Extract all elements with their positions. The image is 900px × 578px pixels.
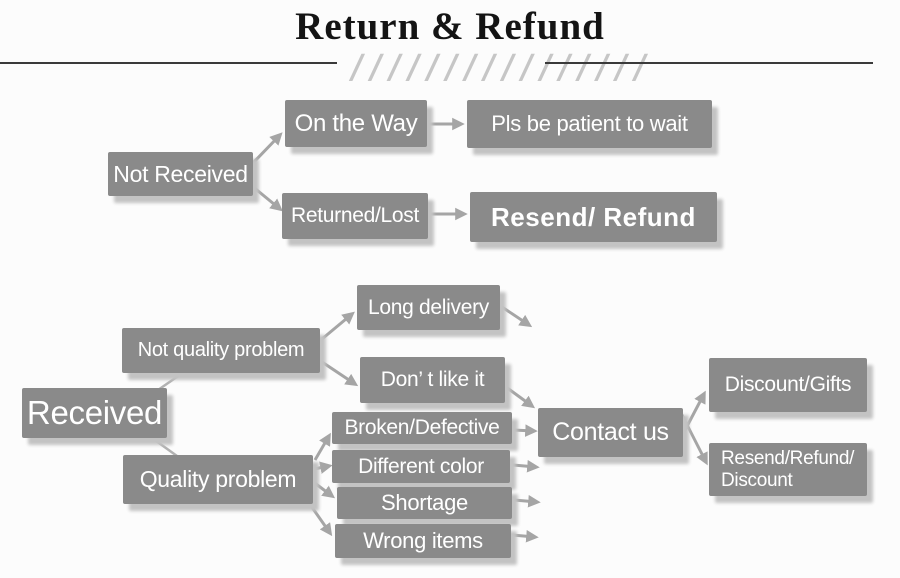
- node-on-the-way: On the Way: [285, 100, 427, 147]
- node-not-quality-problem: Not quality problem: [122, 328, 320, 373]
- arrow-long-delivery-out: [501, 305, 533, 328]
- node-resend-refund: Resend/ Refund: [470, 192, 717, 242]
- arrow-broken-defective-to-contact-us: [512, 424, 538, 437]
- arrow-not-received-to-returned-lost: [251, 184, 283, 212]
- node-received: Received: [22, 388, 167, 438]
- arrow-quality-to-broken-defective: [313, 432, 331, 461]
- arrow-wrong-items-out: [511, 529, 539, 543]
- arrow-quality-to-wrong-items: [307, 502, 333, 537]
- node-broken-defective: Broken/Defective: [332, 412, 512, 444]
- arrow-not-received-to-on-the-way: [250, 132, 283, 166]
- arrow-not-quality-to-long-delivery: [321, 311, 355, 341]
- node-discount-gifts: Discount/Gifts: [709, 358, 867, 412]
- arrow-not-quality-to-dont-like-it: [321, 360, 359, 387]
- arrow-quality-to-shortage: [311, 479, 336, 499]
- node-wrong-items: Wrong items: [335, 524, 511, 558]
- link-received-to-not-quality-problem: [157, 370, 185, 392]
- node-returned-lost: Returned/Lost: [282, 193, 428, 239]
- node-contact-us: Contact us: [538, 408, 683, 457]
- node-pls-be-patient: Pls be patient to wait: [467, 100, 712, 148]
- node-shortage: Shortage: [337, 487, 512, 519]
- arrow-shortage-out: [513, 494, 541, 508]
- page-title: Return & Refund: [295, 5, 605, 48]
- node-resend-refund-discount: Resend/Refund/ Discount: [709, 443, 867, 496]
- arrow-dont-like-it-to-contact-us: [505, 385, 536, 409]
- node-different-color: Different color: [332, 450, 510, 483]
- arrow-contact-us-to-resend-refund-discount: [679, 412, 708, 466]
- title-rule-left: [0, 62, 337, 64]
- arrow-different-color-out: [512, 459, 540, 473]
- node-not-received: Not Received: [108, 152, 253, 196]
- node-quality-problem: Quality problem: [123, 455, 313, 504]
- node-long-delivery: Long delivery: [357, 285, 500, 330]
- title-rule-right: [545, 62, 873, 64]
- link-received-to-quality-problem: [151, 436, 178, 458]
- arrow-quality-to-different-color: [313, 461, 333, 474]
- node-dont-like-it: Don’ t like it: [360, 357, 505, 403]
